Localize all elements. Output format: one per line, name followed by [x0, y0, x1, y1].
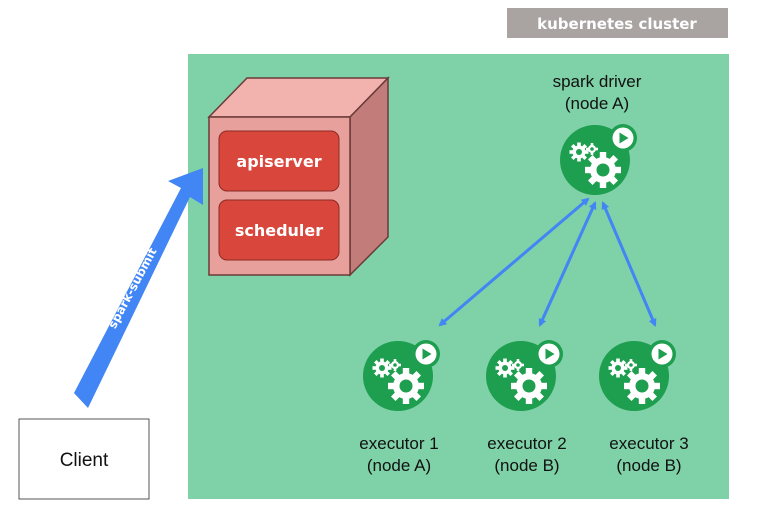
apiserver-box: apiserver: [218, 130, 340, 192]
scheduler-label: scheduler: [235, 221, 323, 240]
spark-submit-label: spark-submit: [105, 245, 159, 331]
spark-driver: spark driver (node A): [553, 72, 642, 195]
connectors: [438, 197, 657, 327]
executor-2: executor 2 (node B): [486, 340, 567, 475]
executor-2-label-line1: executor 2: [487, 434, 566, 453]
driver-label-line2: (node A): [565, 94, 629, 113]
scheduler-box: scheduler: [218, 199, 340, 261]
driver-label-line1: spark driver: [553, 72, 642, 91]
executor-1: executor 1 (node A): [359, 340, 440, 475]
executor-1-label-line1: executor 1: [359, 434, 438, 453]
connector-driver-executor-3: [601, 201, 657, 327]
apiserver-label: apiserver: [236, 152, 321, 171]
executor-3-label-line2: (node B): [616, 456, 681, 475]
executor-1-label-line2: (node A): [367, 456, 431, 475]
executor-3-label-line1: executor 3: [609, 434, 688, 453]
client-box: Client: [18, 418, 150, 500]
executor-3: executor 3 (node B): [599, 340, 689, 475]
client-label: Client: [60, 450, 109, 471]
executor-2-label-line2: (node B): [494, 456, 559, 475]
cluster-label-text: kubernetes cluster: [537, 15, 697, 33]
spark-submit-arrow: spark-submit: [74, 168, 203, 408]
control-plane-cube: apiserver scheduler: [207, 76, 390, 277]
connector-driver-executor-2: [538, 201, 597, 327]
cluster-label: kubernetes cluster: [507, 8, 728, 38]
